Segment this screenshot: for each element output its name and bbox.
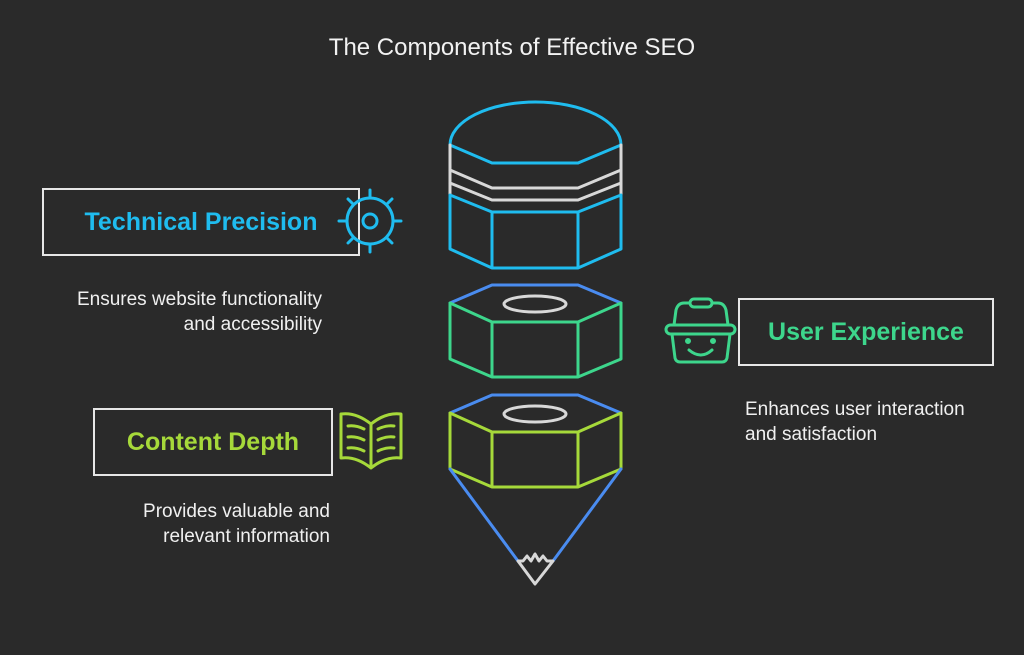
pencil-eraser-segment: [448, 100, 623, 270]
pencil-middle-segment: [448, 283, 623, 379]
description-line: and satisfaction: [745, 424, 878, 445]
user-experience-description: Enhances user interaction and satisfacti…: [745, 397, 965, 447]
content-depth-label: Content Depth: [126, 427, 300, 456]
content-depth-description: Provides valuable and relevant informati…: [143, 499, 330, 549]
pencil-bottom-segment: [448, 393, 623, 489]
description-line: Provides valuable and: [143, 501, 330, 522]
description-line: relevant information: [163, 526, 330, 547]
technical-precision-box: Technical Precision: [42, 188, 360, 256]
description-line: and accessibility: [183, 314, 322, 335]
gear-icon: [337, 188, 403, 254]
user-experience-box: User Experience: [738, 298, 994, 366]
basket-icon: [664, 297, 737, 364]
content-depth-box: Content Depth: [93, 408, 333, 476]
description-line: Ensures website functionality: [76, 289, 322, 310]
book-icon: [339, 412, 403, 470]
diagram-title: The Components of Effective SEO: [328, 34, 696, 61]
description-line: Enhances user interaction: [745, 399, 965, 420]
technical-precision-label: Technical Precision: [84, 207, 318, 236]
technical-precision-description: Ensures website functionality and access…: [77, 287, 322, 337]
pencil-tip: [448, 467, 623, 586]
user-experience-label: User Experience: [768, 317, 964, 346]
